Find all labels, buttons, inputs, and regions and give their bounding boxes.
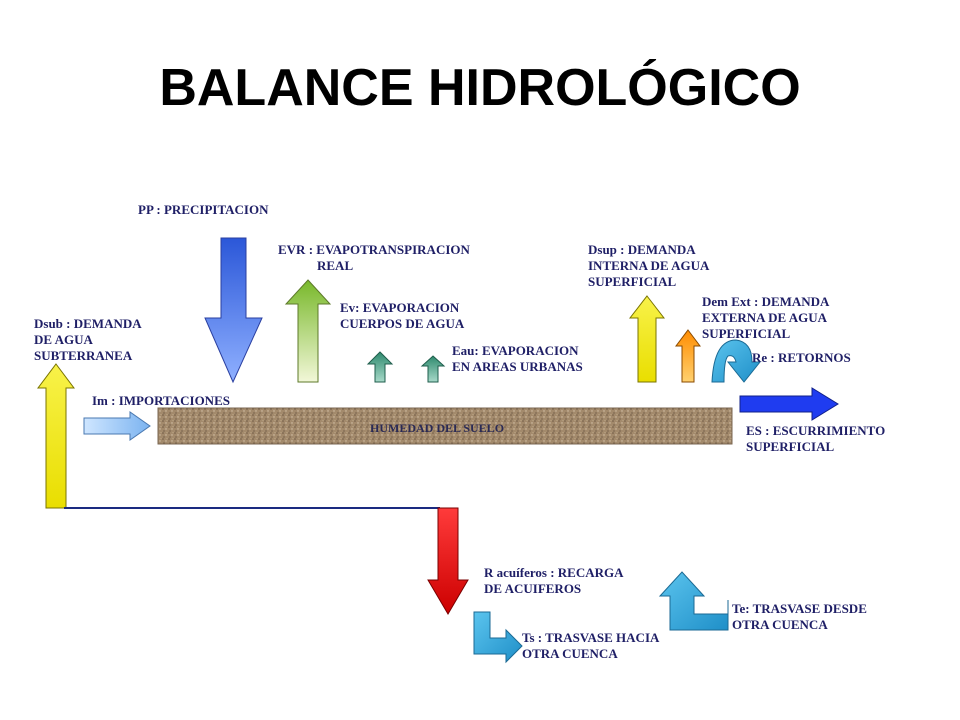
label-transfer-out: Ts : TRASVASE HACIA OTRA CUENCA bbox=[522, 630, 660, 661]
label-transfer-in: Te: TRASVASE DESDE OTRA CUENCA bbox=[732, 601, 867, 632]
label-external-surface-demand: Dem Ext : DEMANDA EXTERNA DE AGUA SUPERF… bbox=[702, 294, 830, 341]
label-groundwater-demand: Dsub : DEMANDA DE AGUA SUBTERRANEA bbox=[34, 316, 142, 363]
returns-arrow bbox=[711, 339, 762, 383]
evapotranspiration-arrow bbox=[284, 279, 332, 383]
precipitation-arrow bbox=[204, 237, 263, 384]
transfer-out-arrow bbox=[473, 611, 523, 664]
label-soil-moisture: HUMEDAD DEL SUELO bbox=[370, 421, 505, 435]
soil-moisture-bar bbox=[157, 407, 733, 445]
label-aquifer-recharge: R acuíferos : RECARGA DE ACUIFEROS bbox=[484, 565, 624, 596]
evaporation-water-bodies-arrow bbox=[366, 351, 394, 383]
label-evaporation-water-bodies: Ev: EVAPORACION CUERPOS DE AGUA bbox=[340, 300, 465, 331]
transfer-in-arrow bbox=[658, 571, 729, 631]
label-surface-runoff: ES : ESCURRIMIENTO SUPERFICIAL bbox=[746, 423, 886, 454]
internal-surface-demand-arrow bbox=[628, 295, 666, 383]
external-surface-demand-arrow bbox=[675, 329, 701, 383]
page-title: BALANCE HIDROLÓGICO bbox=[159, 59, 801, 117]
label-returns: Re : RETORNOS bbox=[752, 350, 851, 365]
aquifer-recharge-arrow bbox=[427, 507, 469, 615]
label-internal-surface-demand: Dsup : DEMANDA INTERNA DE AGUA SUPERFICI… bbox=[588, 242, 710, 289]
evaporation-urban-arrow bbox=[420, 355, 446, 383]
label-imports: Im : IMPORTACIONES bbox=[92, 393, 230, 408]
imports-arrow bbox=[83, 411, 151, 441]
label-precipitation: PP : PRECIPITACION bbox=[138, 202, 269, 217]
label-evapotranspiration: EVR : EVAPOTRANSPIRACION REAL bbox=[278, 242, 470, 273]
surface-runoff-arrow bbox=[739, 387, 839, 421]
label-evaporation-urban: Eau: EVAPORACION EN AREAS URBANAS bbox=[452, 343, 583, 374]
groundwater-demand-arrow bbox=[37, 363, 75, 509]
